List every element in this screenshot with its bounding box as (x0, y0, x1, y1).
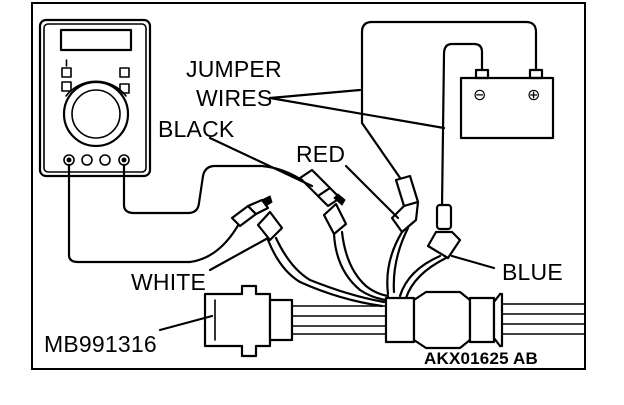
harness-wire (404, 256, 448, 300)
harness-wire (274, 236, 386, 304)
leader-red (344, 164, 400, 220)
harness-wire (398, 254, 442, 298)
harness-wire (392, 226, 410, 294)
test-clip-icon (298, 168, 346, 208)
tool-part-number-label: MB991316 (44, 331, 157, 357)
multimeter-icon (38, 18, 152, 178)
leader-white (208, 236, 270, 272)
jumper-wire-right (360, 20, 538, 187)
test-clip-icon (390, 174, 420, 234)
battery-positive-symbol: ⊕ (527, 85, 540, 104)
leader-jumper-right (268, 96, 446, 130)
meter-lead-positive (122, 163, 308, 215)
test-clip-icon (256, 210, 284, 242)
meter-lead-negative (67, 163, 242, 264)
blue-wire-label: BLUE (502, 259, 563, 285)
leader-blue (450, 254, 496, 270)
test-clip-icon (230, 195, 273, 228)
jumper-wires-label-line1: JUMPER (186, 56, 282, 82)
harness-wire (332, 232, 388, 302)
harness-wire (266, 238, 384, 308)
red-wire-label: RED (296, 141, 346, 167)
test-clip-icon (322, 202, 348, 236)
leader-jumper-left (268, 88, 362, 100)
harness-wire (340, 230, 390, 298)
test-clip-icon (426, 203, 462, 260)
jumper-wire-left (440, 42, 484, 210)
leader-tool (158, 314, 214, 332)
figure-code-label: AKX01625 AB (424, 349, 539, 368)
battery-negative-symbol: ⊖ (473, 85, 486, 104)
leader-black (208, 136, 314, 188)
connector-icon (203, 284, 391, 358)
figure-frame (31, 2, 586, 370)
connector-icon (384, 290, 585, 350)
battery-icon (459, 68, 555, 140)
black-wire-label: BLACK (158, 116, 235, 142)
white-wire-label: WHITE (131, 269, 207, 295)
harness-wire (386, 230, 404, 296)
jumper-wires-label-line2: WIRES (196, 85, 273, 111)
